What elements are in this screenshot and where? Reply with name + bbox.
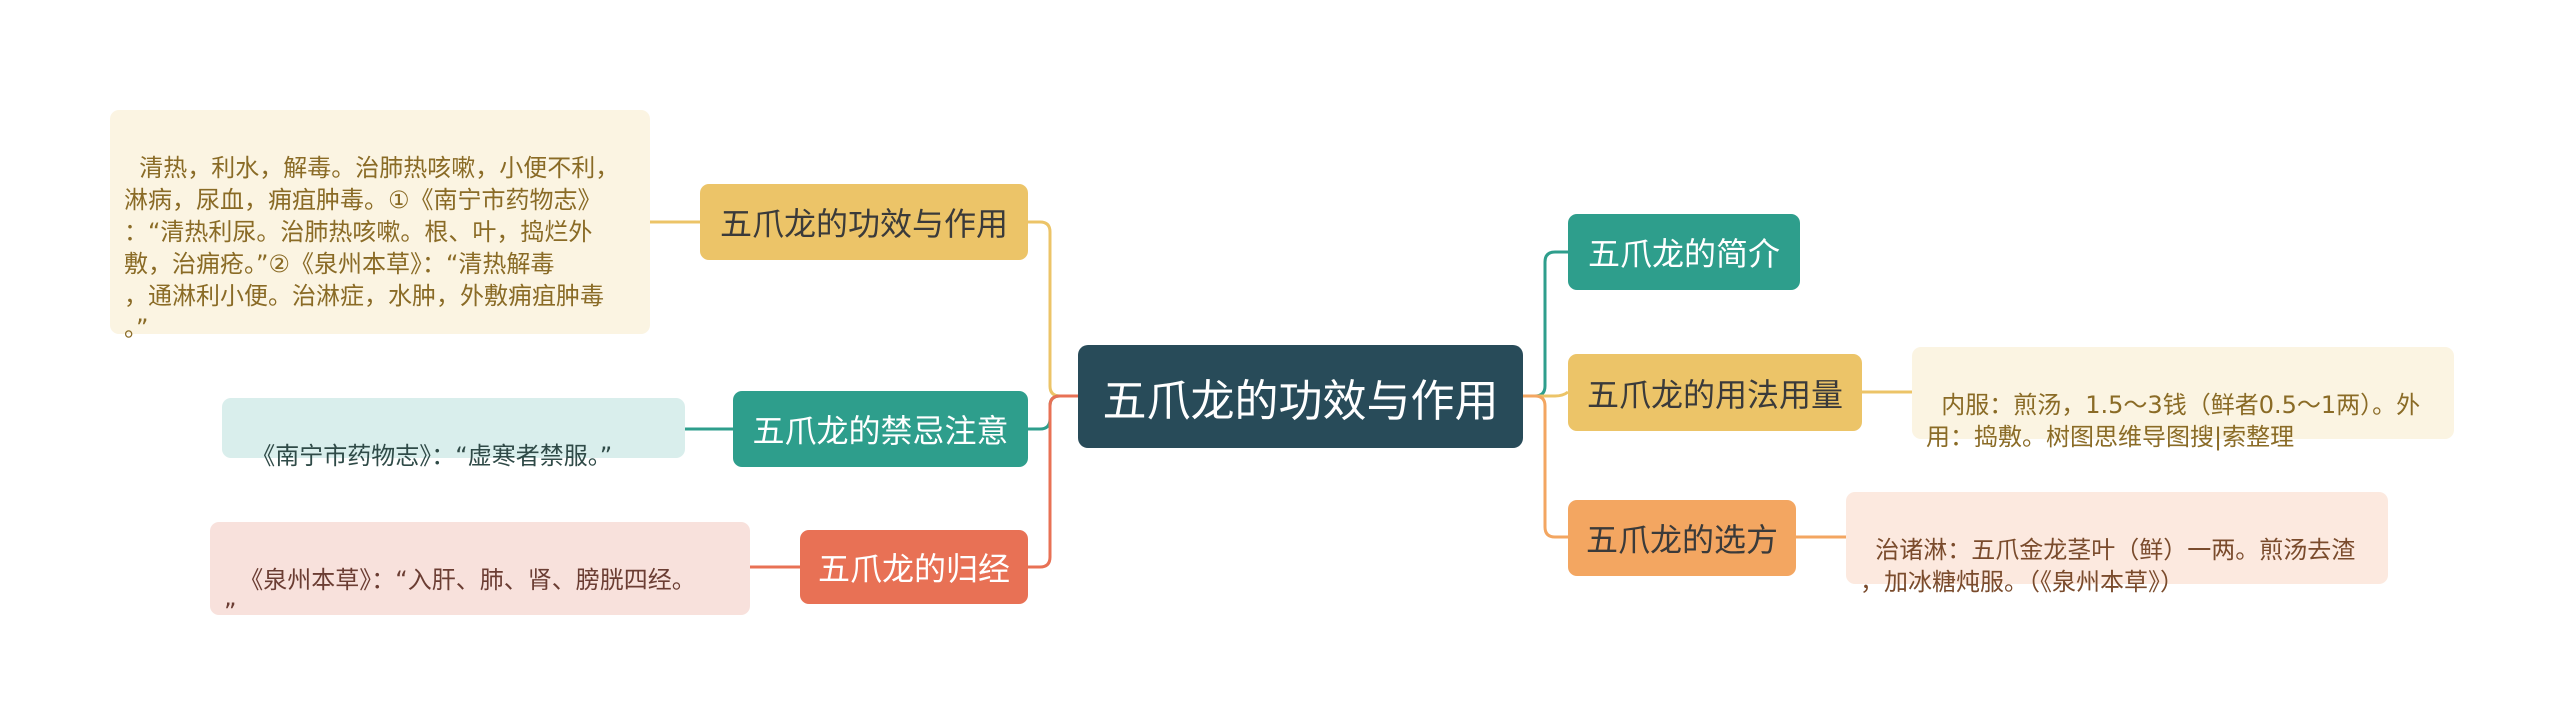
branch-meridian[interactable]: 五爪龙的归经 [800,530,1028,604]
branch-intro-label: 五爪龙的简介 [1587,235,1780,273]
note-contraindication-text: 《南宁市药物志》：“虚寒者禁服。” [251,442,613,470]
branch-contraindication-label: 五爪龙的禁忌注意 [752,412,1009,450]
link-central-to-efficacy [1028,220,1078,398]
link-central-to-meridian [1028,394,1078,569]
note-contraindication[interactable]: 《南宁市药物志》：“虚寒者禁服。” [222,398,685,470]
branch-efficacy-label: 五爪龙的功效与作用 [719,205,1008,243]
branch-prescription[interactable]: 五爪龙的选方 [1568,500,1796,576]
central-topic[interactable]: 五爪龙的功效与作用 [1078,345,1523,448]
branch-intro[interactable]: 五爪龙的简介 [1568,214,1800,290]
note-efficacy[interactable]: 清热，利水，解毒。治肺热咳嗽，小便不利， 淋病，尿血，痈疽肿毒。①《南宁市药物志… [110,110,650,342]
note-dosage-text: 内服：煎汤，1.5～3钱（鲜者0.5～1两）。外 用：捣敷。树图思维导图搜|索整… [1926,391,2421,451]
link-central-to-dosage [1523,390,1569,398]
branch-meridian-label: 五爪龙的归经 [817,550,1010,588]
note-meridian-text: 《泉州本草》：“入肝、肺、肾、膀胱四经。 ” [224,566,696,626]
branch-dosage-label: 五爪龙的用法用量 [1586,375,1843,414]
link-central-to-prescription [1523,394,1568,539]
branch-prescription-label: 五爪龙的选方 [1585,521,1778,559]
branch-contraindication[interactable]: 五爪龙的禁忌注意 [733,391,1028,467]
note-prescription[interactable]: 治诸淋：五爪金龙茎叶（鲜）一两。煎汤去渣 ，加冰糖炖服。（《泉州本草》） [1846,492,2388,596]
note-dosage[interactable]: 内服：煎汤，1.5～3钱（鲜者0.5～1两）。外 用：捣敷。树图思维导图搜|索整… [1912,347,2454,451]
branch-efficacy[interactable]: 五爪龙的功效与作用 [700,184,1028,260]
link-central-to-contraindication [1028,394,1078,431]
central-topic-label: 五爪龙的功效与作用 [1102,375,1499,427]
note-meridian[interactable]: 《泉州本草》：“入肝、肺、肾、膀胱四经。 ” [210,522,750,626]
note-prescription-text: 治诸淋：五爪金龙茎叶（鲜）一两。煎汤去渣 ，加冰糖炖服。（《泉州本草》） [1860,536,2356,596]
note-efficacy-text: 清热，利水，解毒。治肺热咳嗽，小便不利， 淋病，尿血，痈疽肿毒。①《南宁市药物志… [124,154,620,342]
link-central-to-intro [1523,250,1568,398]
branch-dosage[interactable]: 五爪龙的用法用量 [1568,354,1862,431]
